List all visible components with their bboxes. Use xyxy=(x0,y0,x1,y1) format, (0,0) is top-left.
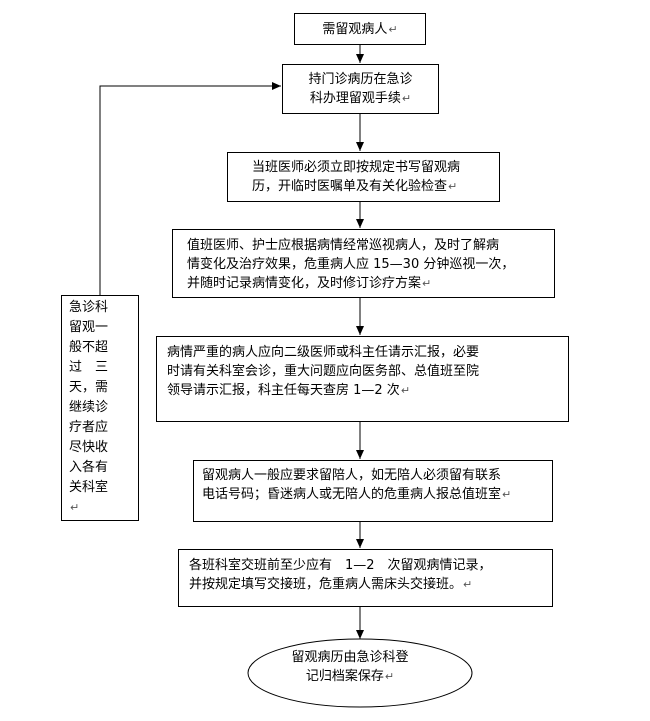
node-side-note: 急诊科 留观一 般不超 过 三 天，需 继续诊 疗者应 尽快收 入各有 关科室 … xyxy=(61,295,139,521)
feedback-loop-line xyxy=(99,82,281,295)
side-note-line: 般不超 xyxy=(69,340,109,355)
side-note-line: 关科室 xyxy=(69,480,109,495)
return-icon: ↵ xyxy=(422,277,432,290)
node-step4: 病情严重的病人应向二级医师或科主任请示汇报，必要 时请有关科室会诊，重大问题应向… xyxy=(156,336,569,422)
node-step3-line: 并随时记录病情变化，及时修订诊疗方案 xyxy=(187,276,422,291)
node-step1-line: 科办理留观手续 xyxy=(309,91,401,106)
node-end-line: 留观病历由急诊科登 xyxy=(291,650,409,665)
node-step2-line: 当班医师必须立即按规定书写留观病 xyxy=(252,160,461,175)
node-step3: 值班医师、护士应根据病情经常巡视病人，及时了解病 情变化及治疗效果，危重病人应 … xyxy=(172,229,555,298)
node-step5-line: 电话号码；昏迷病人或无陪人的危重病人报总值班室 xyxy=(202,487,502,502)
node-start: 需留观病人↵ xyxy=(294,13,426,45)
node-step6-line: 各班科室交班前至少应有 1—2 次留观病情记录， xyxy=(189,558,492,573)
node-step4-line: 时请有关科室会诊，重大问题应向医务部、总值班至院 xyxy=(167,364,480,379)
side-note-line: 疗者应 xyxy=(69,420,109,435)
side-note-line: 天，需 xyxy=(69,380,109,395)
node-step2: 当班医师必须立即按规定书写留观病 历，开临时医嘱单及有关化验检查↵ xyxy=(227,152,500,202)
end-ellipse xyxy=(247,638,473,708)
node-end-line: 记归档案保存 xyxy=(305,669,384,684)
side-note-line: 急诊科 xyxy=(69,300,109,315)
node-step6: 各班科室交班前至少应有 1—2 次留观病情记录， 并按规定填写交接班，危重病人需… xyxy=(178,549,553,607)
return-icon: ↵ xyxy=(400,384,411,397)
side-note-line: 入各有 xyxy=(69,460,109,475)
return-icon: ↵ xyxy=(384,670,395,683)
node-step2-line: 历，开临时医嘱单及有关化验检查 xyxy=(252,179,448,194)
return-icon: ↵ xyxy=(502,488,512,501)
side-note-line: 过 三 xyxy=(69,360,109,375)
return-icon: ↵ xyxy=(401,92,412,105)
node-step5-line: 留观病人一般应要求留陪人，如无陪人必须留有联系 xyxy=(202,468,502,483)
node-step1-line: 持门诊病历在急诊 xyxy=(308,72,413,87)
node-step3-line: 值班医师、护士应根据病情经常巡视病人，及时了解病 xyxy=(187,238,500,253)
return-icon: ↵ xyxy=(463,578,473,591)
side-note-line: 继续诊 xyxy=(69,400,109,415)
node-step4-line: 病情严重的病人应向二级医师或科主任请示汇报，必要 xyxy=(167,345,480,360)
node-start-line: 需留观病人 xyxy=(322,22,388,37)
node-step5: 留观病人一般应要求留陪人，如无陪人必须留有联系 电话号码；昏迷病人或无陪人的危重… xyxy=(193,460,553,522)
node-step4-line: 领导请示汇报，科主任每天查房 1—2 次 xyxy=(167,383,400,398)
return-icon: ↵ xyxy=(448,180,458,193)
return-icon: ↵ xyxy=(70,501,80,514)
node-step1: 持门诊病历在急诊 科办理留观手续↵ xyxy=(282,64,439,114)
node-step6-line: 并按规定填写交接班，危重病人需床头交接班。 xyxy=(189,577,463,592)
node-end: 留观病历由急诊科登 记归档案保存↵ xyxy=(255,648,445,686)
return-icon: ↵ xyxy=(388,23,398,36)
side-note-line: 尽快收 xyxy=(69,440,109,455)
node-step3-line: 情变化及治疗效果，危重病人应 15—30 分钟巡视一次， xyxy=(187,257,515,272)
side-note-line: 留观一 xyxy=(69,320,109,335)
